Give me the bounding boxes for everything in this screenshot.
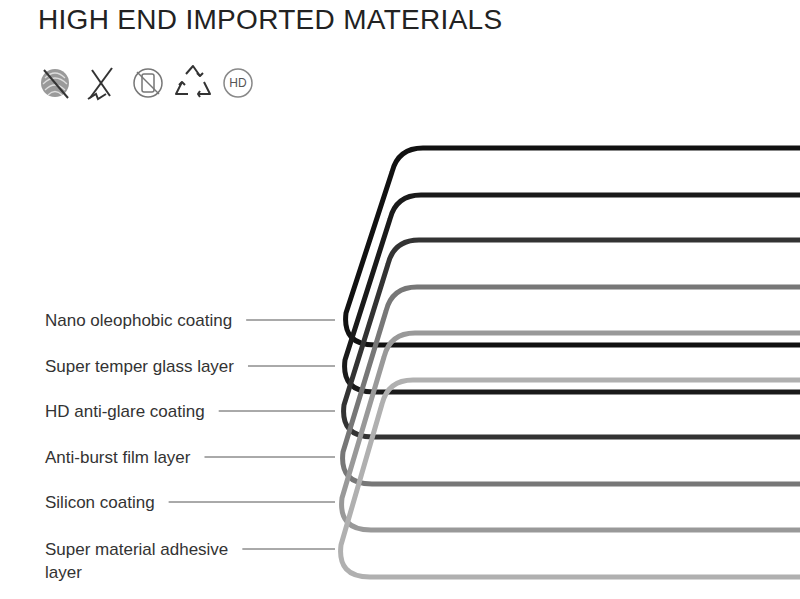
hd-icon xyxy=(224,69,252,97)
layer-label: Nano oleophobic coating xyxy=(45,309,232,332)
anti-fingerprint-icon xyxy=(41,69,69,98)
anti-glare-icon xyxy=(134,69,162,97)
leader-line xyxy=(169,502,335,503)
layer-label: Super material adhesive layer xyxy=(45,538,260,584)
glass-layer xyxy=(344,240,800,437)
leader-line xyxy=(219,411,335,412)
anti-scratch-icon xyxy=(88,68,112,99)
glass-layer xyxy=(345,195,800,392)
leader-line xyxy=(248,366,335,367)
leader-line xyxy=(204,457,335,458)
title: HIGH END IMPORTED MATERIALS xyxy=(38,4,502,36)
glass-layer xyxy=(342,333,800,530)
layer-label: Silicon coating xyxy=(45,491,155,514)
glass-layer xyxy=(346,148,800,345)
glass-layer xyxy=(343,287,800,484)
glass-layer xyxy=(341,380,800,577)
layer-label: Super temper glass layer xyxy=(45,355,234,378)
leader-line xyxy=(246,320,335,321)
leader-line xyxy=(242,549,335,550)
recycle-icon xyxy=(176,66,210,97)
icon-text: HD xyxy=(223,76,253,90)
layer-label: HD anti-glare coating xyxy=(45,400,205,423)
layer-label: Anti-burst film layer xyxy=(45,446,190,469)
